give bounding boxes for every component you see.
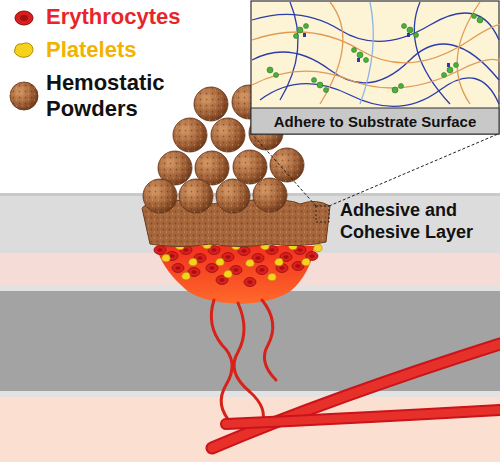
legend-text: Platelets — [46, 37, 196, 63]
substrate-band: Adhere to Substrate Surface — [251, 108, 499, 134]
legend-text: Hemostatic Powders — [46, 70, 176, 123]
legend-text: Erythrocytes — [46, 4, 196, 30]
band-text: Adhere to Substrate Surface — [274, 113, 477, 130]
layer-label: Adhesive and Cohesive Layer — [340, 200, 492, 243]
